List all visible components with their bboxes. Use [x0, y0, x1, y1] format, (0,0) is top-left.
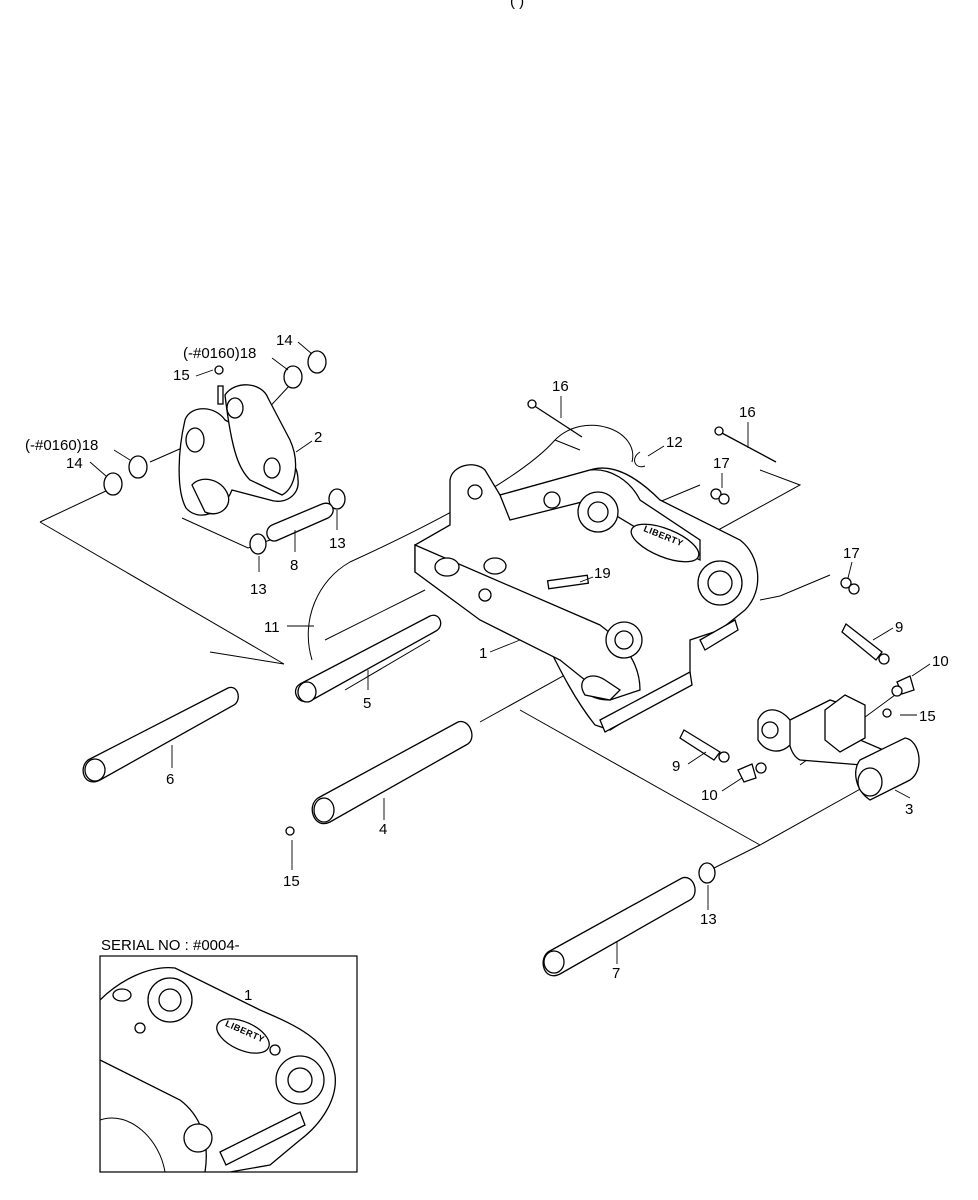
- callout-11: 11: [264, 619, 280, 636]
- short-pin-part: [266, 502, 334, 542]
- callout-14-top: 14: [276, 332, 293, 349]
- callout-12: 12: [666, 434, 683, 451]
- link-bracket-part: [178, 384, 299, 516]
- callout-14-left: 14: [66, 455, 83, 472]
- callout-labels: 14 (-#0160)18 15 2 (-#0160)18 14 13 8 13…: [25, 332, 949, 982]
- callout-17-b: 17: [843, 545, 860, 562]
- pin-5-part: [295, 614, 442, 703]
- callout-10-a: 10: [932, 653, 949, 670]
- leader-lines: [89, 341, 931, 1011]
- callout-15-right: 15: [919, 708, 936, 725]
- cylinder-part: [757, 694, 920, 801]
- callout-8: 8: [290, 557, 298, 574]
- callout-18-top: (-#0160)18: [183, 345, 256, 362]
- callout-6: 6: [166, 771, 174, 788]
- callout-4: 4: [379, 821, 387, 838]
- callout-3: 3: [905, 801, 913, 818]
- pin-7-part: [542, 876, 696, 977]
- callout-19: 19: [594, 565, 611, 582]
- callout-13-a: 13: [250, 581, 267, 598]
- callout-15-bottom: 15: [283, 873, 300, 890]
- callout-16-b: 16: [739, 404, 756, 421]
- inset-title: SERIAL NO : #0004-: [101, 937, 240, 954]
- callout-18-left: (-#0160)18: [25, 437, 98, 454]
- nut-parts: [710, 488, 860, 595]
- header-fragment: ( ): [510, 0, 524, 10]
- callout-1-inset: 1: [244, 987, 252, 1004]
- serial-inset: SERIAL NO : #0004- LIBERTY 1: [99, 937, 358, 1173]
- callout-7: 7: [612, 965, 620, 982]
- inset-frame-detail: LIBERTY: [100, 966, 336, 1172]
- callout-5: 5: [363, 695, 371, 712]
- cotter-pin-part: [634, 451, 646, 468]
- callout-17-a: 17: [713, 455, 730, 472]
- callout-1: 1: [479, 645, 487, 662]
- callout-10-b: 10: [701, 787, 718, 804]
- callout-13-b: 13: [329, 535, 346, 552]
- callout-15-top: 15: [173, 367, 190, 384]
- callout-13-c: 13: [700, 911, 717, 928]
- coupler-frame-part: LIBERTY: [414, 464, 759, 733]
- fitting-parts: [679, 623, 915, 783]
- ring-parts: [103, 350, 892, 884]
- callout-16-a: 16: [552, 378, 569, 395]
- callout-9-a: 9: [895, 619, 903, 636]
- pin-6-part: [82, 686, 239, 783]
- callout-9-b: 9: [672, 758, 680, 775]
- pin-4-part: [311, 720, 473, 825]
- callout-2: 2: [314, 429, 322, 446]
